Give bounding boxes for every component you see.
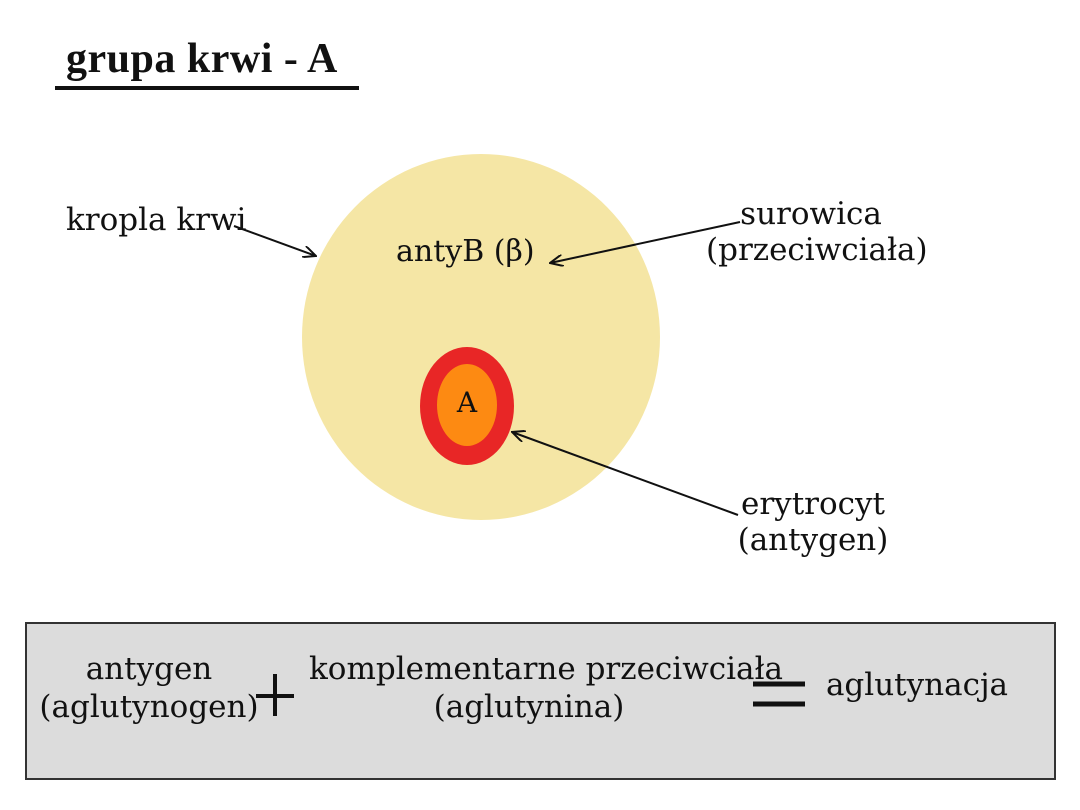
antibodies-line2: (aglutynina) bbox=[433, 689, 625, 725]
cell-arrow bbox=[512, 432, 739, 516]
equation-term-antigen: antygen (aglutynogen) bbox=[29, 650, 269, 726]
serum-arrow bbox=[550, 221, 741, 263]
serum-label: surowica (przeciwciała) bbox=[706, 196, 928, 268]
page-title: grupa krwi - A bbox=[66, 36, 338, 82]
antigen-line2: (aglutynogen) bbox=[39, 689, 259, 725]
serum-label-line1: surowica bbox=[740, 196, 882, 232]
equation-term-antibodies: komplementarne przeciwciała (aglutynina) bbox=[309, 650, 784, 726]
serum-label-line2: (przeciwciała) bbox=[706, 232, 928, 268]
erythrocyte-label-line2: (antygen) bbox=[737, 522, 889, 558]
erythrocyte-inner bbox=[437, 364, 497, 446]
antigen-line1: antygen bbox=[85, 651, 213, 687]
erythrocyte-label: erytrocyt (antygen) bbox=[728, 486, 898, 558]
equation-result: aglutynacja bbox=[825, 667, 1009, 703]
plus-symbol: + bbox=[256, 674, 294, 716]
drop-label: kropla krwi bbox=[66, 202, 247, 238]
title-underline bbox=[55, 86, 359, 90]
erythrocyte-antigen-letter: A bbox=[456, 386, 478, 419]
equals-symbol: = bbox=[753, 681, 805, 707]
blood-drop-diagram bbox=[233, 154, 741, 520]
blood-drop bbox=[302, 154, 660, 520]
erythrocyte-label-line1: erytrocyt bbox=[741, 486, 885, 522]
agglutination-equation-box: antygen (aglutynogen) + komplementarne p… bbox=[25, 622, 1056, 780]
antibodies-line1: komplementarne przeciwciała bbox=[309, 651, 784, 687]
drop-arrow bbox=[233, 225, 316, 256]
antibody-label: antyB (β) bbox=[396, 234, 535, 269]
